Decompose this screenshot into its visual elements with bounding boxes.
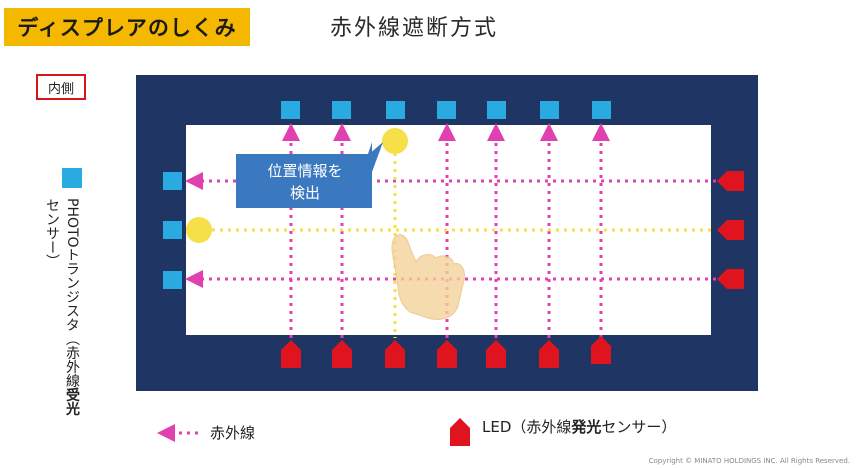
led-emitter-right <box>717 269 744 289</box>
led-emitter-bottom <box>486 340 506 368</box>
callout-line2: 検出 <box>289 184 320 202</box>
led-emitter-bottom <box>437 340 457 368</box>
legend-led-suffix: センサー） <box>601 418 677 436</box>
led-emitter-right <box>717 171 744 191</box>
detected-point-top <box>382 128 408 154</box>
led-emitter-right <box>717 220 744 240</box>
callout-pointer <box>360 142 383 172</box>
receiver-top <box>437 101 456 119</box>
receiver-caption-line2-suffix: センサー） <box>44 198 60 268</box>
pointing-finger-icon <box>391 234 465 320</box>
receiver-top <box>592 101 611 119</box>
receiver-top <box>487 101 506 119</box>
legend-led-icon <box>450 418 470 446</box>
legend-ir: 赤外線 <box>158 422 255 443</box>
callout-line1: 位置情報を <box>267 162 343 180</box>
receiver-caption: PHOTOトランジスタ（赤外線受光 センサー） <box>42 198 82 418</box>
receiver-caption-line1: PHOTOトランジスタ <box>64 198 80 332</box>
led-emitter-bottom <box>539 340 559 368</box>
led-emitter-bottom <box>591 336 611 364</box>
copyright: Copyright © MINATO HOLDINGS INC. All Rig… <box>648 457 850 465</box>
callout-text: 位置情報を 検出 <box>238 156 372 208</box>
receiver-top <box>281 101 300 119</box>
page-title: 赤外線遮断方式 <box>330 16 499 41</box>
header-badge: ディスプレアのしくみ <box>4 8 250 46</box>
legend-led-label: LED（赤外線発光センサー） <box>482 416 676 437</box>
receiver-top <box>332 101 351 119</box>
led-emitter-bottom <box>332 340 352 368</box>
receiver-caption-line2-prefix: （赤外線 <box>64 331 80 388</box>
receiver-top <box>386 101 405 119</box>
legend-led-prefix: LED（赤外線 <box>482 418 572 436</box>
led-emitter-bottom <box>281 340 301 368</box>
receiver-legend-icon <box>62 168 82 188</box>
receiver-top <box>540 101 559 119</box>
receiver-left <box>163 221 182 239</box>
receiver-left <box>163 172 182 190</box>
detected-point-left <box>186 217 212 243</box>
led-emitter-bottom <box>385 340 405 368</box>
inner-side-label: 内側 <box>36 74 86 100</box>
legend-led-bold: 発光 <box>571 418 602 436</box>
legend-led: LED（赤外線発光センサー） <box>448 416 676 437</box>
callout-bubble <box>236 142 372 208</box>
receiver-caption-line2-bold: 受光 <box>64 387 80 416</box>
receiver-left <box>163 271 182 289</box>
legend-ir-label: 赤外線 <box>210 424 256 442</box>
